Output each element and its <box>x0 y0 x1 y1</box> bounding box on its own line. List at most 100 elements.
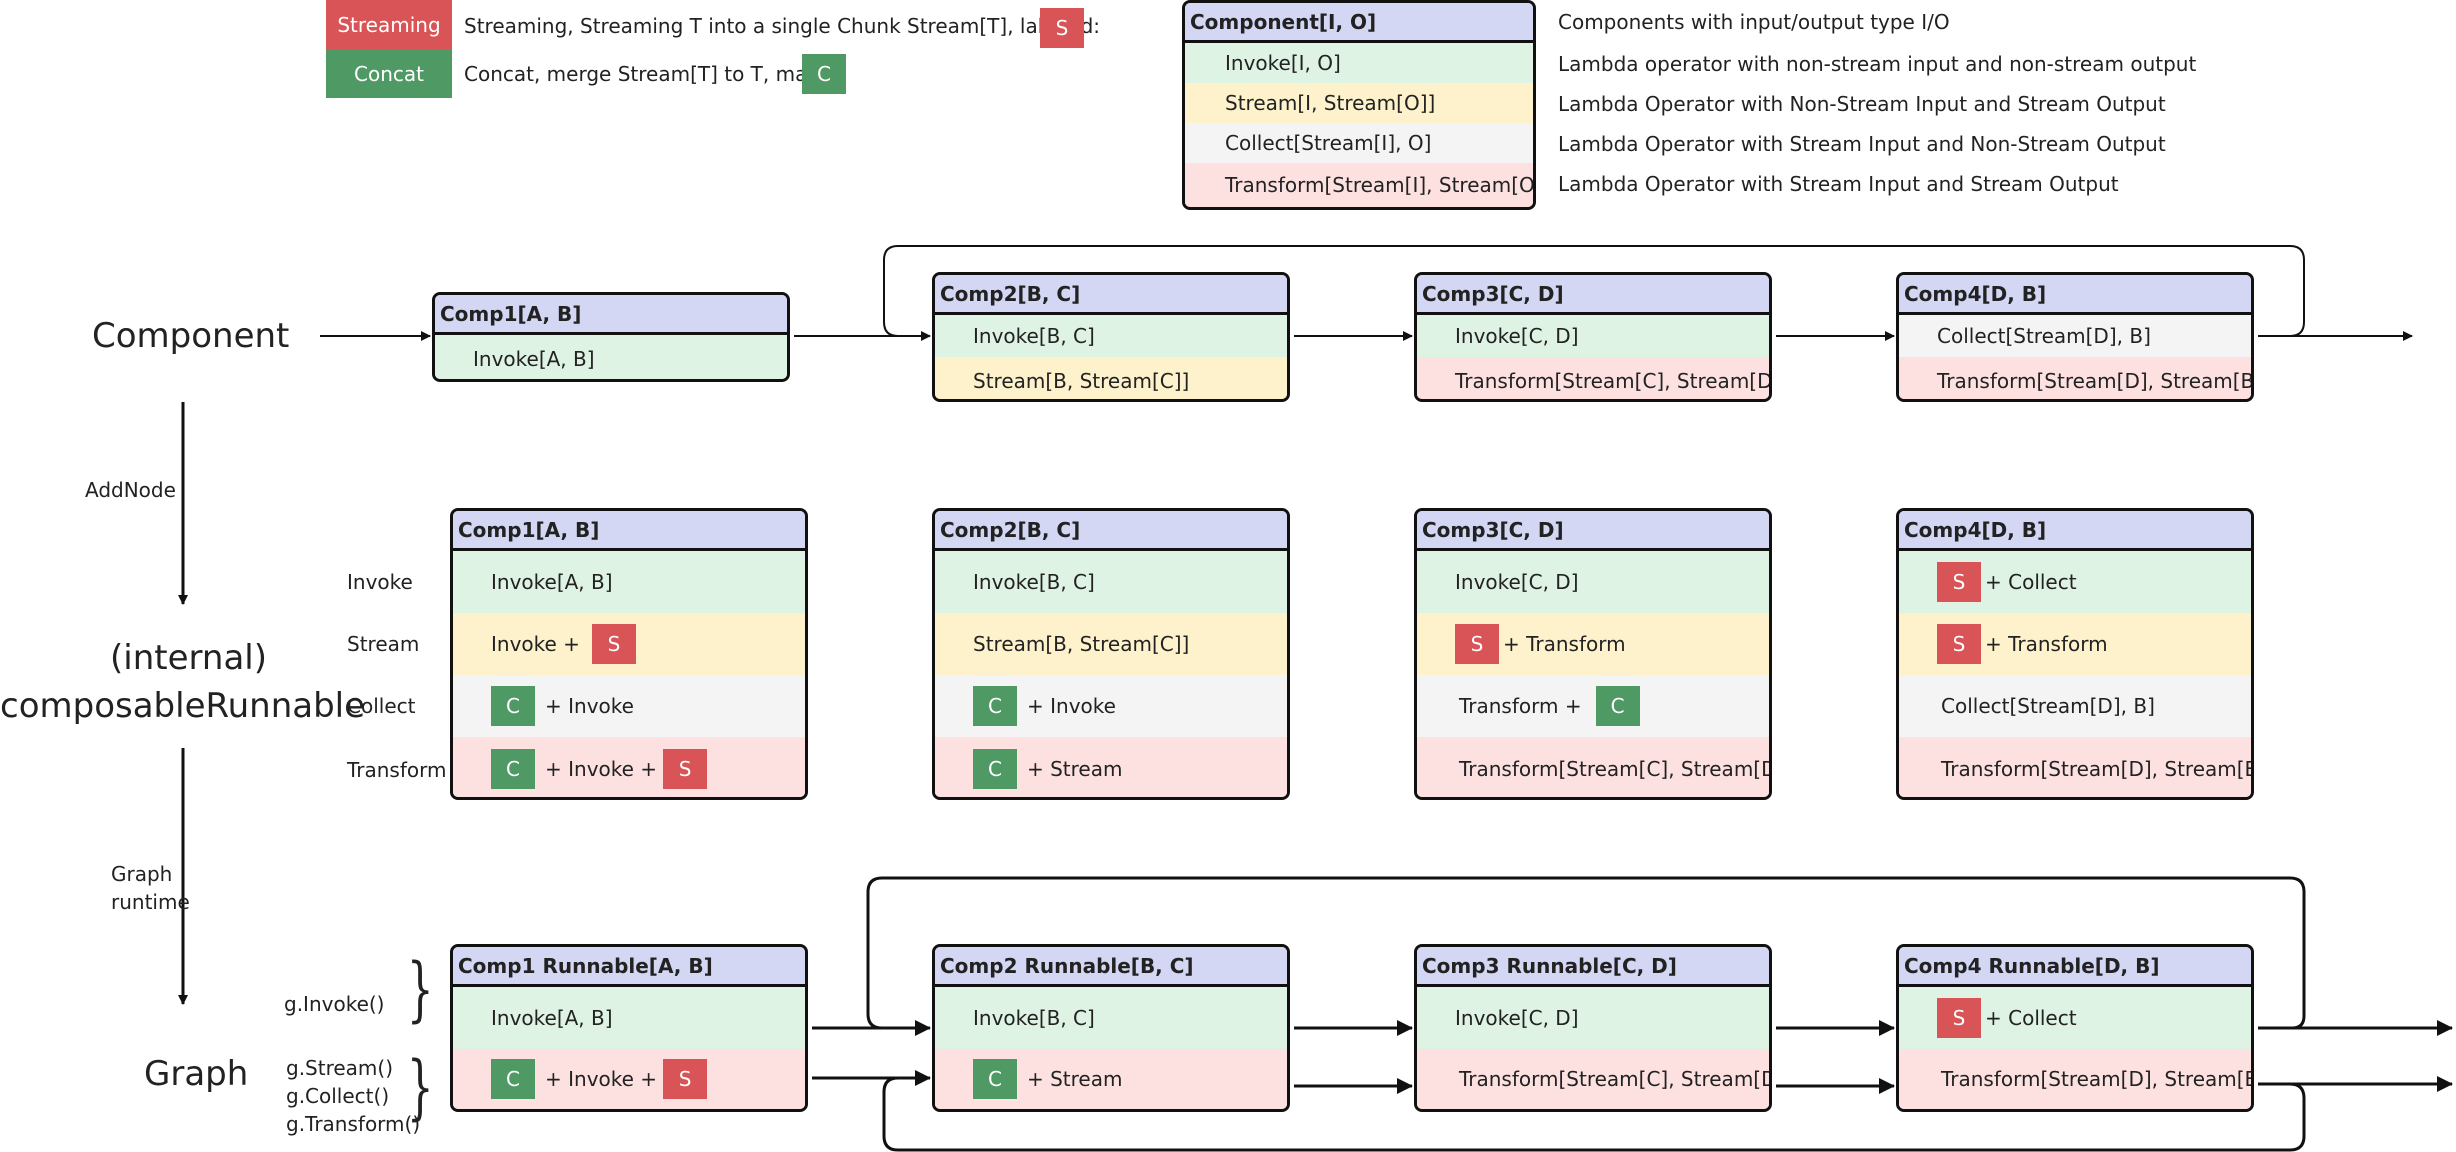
graph-comp4-invoke-text: + Collect <box>1985 1006 2077 1030</box>
runnable-comp1-transform-s-mark: S <box>663 749 708 789</box>
graph-comp2-invoke: Invoke[B, C] <box>935 987 1287 1049</box>
component-key-title: Component[I, O] <box>1185 3 1533 43</box>
graph-comp2-title: Comp2 Runnable[B, C] <box>935 947 1287 987</box>
runnable-comp1-stream-text: Invoke + <box>491 632 580 656</box>
runnable-comp1-stream: Invoke + S <box>453 613 805 675</box>
runnable-comp2-collect-text: + Invoke <box>1027 694 1116 718</box>
loop-comp4-comp2 <box>883 245 2305 337</box>
runnable-label-invoke: Invoke <box>347 570 413 594</box>
runnable-comp2-stream: Stream[B, Stream[C]] <box>935 613 1287 675</box>
graph-call-collect: g.Collect() <box>286 1084 390 1108</box>
runnable-comp1-transform-text: + Invoke + <box>545 757 658 781</box>
runnable-label-stream: Stream <box>347 632 420 656</box>
comp1-title: Comp1[A, B] <box>435 295 787 335</box>
key-collect-desc: Lambda Operator with Stream Input and No… <box>1558 132 2166 156</box>
runnable-comp4-invoke: S + Collect <box>1899 551 2251 613</box>
graph-call-transform: g.Transform() <box>286 1112 421 1136</box>
runnable-comp4: Comp4[D, B] S + Collect S + Transform Co… <box>1896 508 2254 800</box>
graph-comp1-stream: C + Invoke + S <box>453 1049 805 1109</box>
comp4-transform-row: Transform[Stream[D], Stream[B]] <box>1899 357 2251 399</box>
addnode-label: AddNode <box>85 478 176 502</box>
runnable-comp4-invoke-s-mark: S <box>1937 562 1981 602</box>
key-row-collect: Collect[Stream[I], O] <box>1185 123 1533 163</box>
brace-icon-invoke: } <box>406 948 434 1030</box>
component-comp2: Comp2[B, C] Invoke[B, C] Stream[B, Strea… <box>932 272 1290 402</box>
comp2-invoke-row: Invoke[B, C] <box>935 315 1287 357</box>
runnable-comp2: Comp2[B, C] Invoke[B, C] Stream[B, Strea… <box>932 508 1290 800</box>
stage-component-label: Component <box>92 316 290 356</box>
key-invoke-desc: Lambda operator with non-stream input an… <box>1558 52 2197 76</box>
loop-graph-bottom <box>882 1076 2306 1152</box>
graph-call-invoke: g.Invoke() <box>284 992 385 1016</box>
runnable-comp4-stream-text: + Transform <box>1985 632 2108 656</box>
key-row-transform: Transform[Stream[I], Stream[O]] <box>1185 163 1533 207</box>
runnable-comp2-title: Comp2[B, C] <box>935 511 1287 551</box>
runnable-comp1-invoke: Invoke[A, B] <box>453 551 805 613</box>
concat-legend-mark: C <box>802 54 846 94</box>
runnable-comp3-invoke: Invoke[C, D] <box>1417 551 1769 613</box>
graph-comp3-transform: Transform[Stream[C], Stream[D]] <box>1417 1049 1769 1109</box>
graph-comp4-invoke: S + Collect <box>1899 987 2251 1049</box>
graph-comp1-title: Comp1 Runnable[A, B] <box>453 947 805 987</box>
graph-call-stream: g.Stream() <box>286 1056 394 1080</box>
streaming-legend-text: Streaming, Streaming T into a single Chu… <box>464 14 1101 38</box>
graph-comp1-runnable: Comp1 Runnable[A, B] Invoke[A, B] C + In… <box>450 944 808 1112</box>
graph-comp1-c-mark: C <box>491 1059 535 1099</box>
component-key-box: Component[I, O] Invoke[I, O] Stream[I, S… <box>1182 0 1536 210</box>
comp2-stream-row: Stream[B, Stream[C]] <box>935 357 1287 399</box>
runnable-comp2-collect: C + Invoke <box>935 675 1287 737</box>
comp2-title: Comp2[B, C] <box>935 275 1287 315</box>
stage-runnable-label-1: (internal) <box>110 638 267 678</box>
streaming-legend-mark: S <box>1040 8 1084 48</box>
component-comp1: Comp1[A, B] Invoke[A, B] <box>432 292 790 382</box>
brace-icon-stream: } <box>406 1046 434 1128</box>
runnable-comp3-collect-text: Transform + <box>1459 694 1582 718</box>
streaming-chip-label: Streaming <box>337 13 441 37</box>
comp1-invoke-row: Invoke[A, B] <box>435 335 787 379</box>
stage-runnable-label-2: composableRunnable <box>0 686 366 726</box>
graph-comp2-c-mark: C <box>973 1059 1017 1099</box>
runnable-comp3-stream-s-mark: S <box>1455 624 1499 664</box>
runnable-comp3-collect-c-mark: C <box>1595 686 1640 726</box>
graph-comp1-invoke: Invoke[A, B] <box>453 987 805 1049</box>
runnable-comp3-title: Comp3[C, D] <box>1417 511 1769 551</box>
graph-comp4-transform: Transform[Stream[D], Stream[B]] <box>1899 1049 2251 1109</box>
key-title-desc: Components with input/output type I/O <box>1558 10 1950 34</box>
concat-legend-text: Concat, merge Stream[T] to T, mark: <box>464 62 834 86</box>
runnable-comp4-transform: Transform[Stream[D], Stream[B]] <box>1899 737 2251 797</box>
graph-runtime-label-2: runtime <box>111 890 190 914</box>
runnable-comp3-collect: Transform + C <box>1417 675 1769 737</box>
graph-runtime-label-1: Graph <box>111 862 173 886</box>
runnable-comp2-collect-c-mark: C <box>973 686 1017 726</box>
graph-comp2-stream: C + Stream <box>935 1049 1287 1109</box>
runnable-comp1-stream-s-mark: S <box>591 624 636 664</box>
runnable-comp4-collect: Collect[Stream[D], B] <box>1899 675 2251 737</box>
runnable-comp1: Comp1[A, B] Invoke[A, B] Invoke + S C + … <box>450 508 808 800</box>
runnable-comp1-collect-text: + Invoke <box>545 694 634 718</box>
runnable-comp4-stream: S + Transform <box>1899 613 2251 675</box>
runnable-comp4-invoke-text: + Collect <box>1985 570 2077 594</box>
graph-comp3-invoke: Invoke[C, D] <box>1417 987 1769 1049</box>
graph-comp1-s-mark: S <box>663 1059 708 1099</box>
runnable-comp3-stream: S + Transform <box>1417 613 1769 675</box>
runnable-label-transform: Transform <box>347 758 447 782</box>
runnable-label-collect: Collect <box>347 694 416 718</box>
concat-chip-label: Concat <box>354 62 424 86</box>
runnable-comp1-collect: C + Invoke <box>453 675 805 737</box>
graph-comp4-s-mark: S <box>1937 998 1981 1038</box>
concat-legend-chip: Concat <box>326 50 452 98</box>
key-transform-desc: Lambda Operator with Stream Input and St… <box>1558 172 2119 196</box>
graph-comp3-title: Comp3 Runnable[C, D] <box>1417 947 1769 987</box>
runnable-comp2-invoke: Invoke[B, C] <box>935 551 1287 613</box>
stage-graph-label: Graph <box>144 1054 249 1094</box>
graph-comp4-runnable: Comp4 Runnable[D, B] S + Collect Transfo… <box>1896 944 2254 1112</box>
key-stream-desc: Lambda Operator with Non-Stream Input an… <box>1558 92 2166 116</box>
comp3-title: Comp3[C, D] <box>1417 275 1769 315</box>
runnable-comp3-transform: Transform[Stream[C], Stream[D]] <box>1417 737 1769 797</box>
graph-comp3-runnable: Comp3 Runnable[C, D] Invoke[C, D] Transf… <box>1414 944 1772 1112</box>
runnable-comp1-transform-c-mark: C <box>491 749 535 789</box>
graph-comp2-stream-text: + Stream <box>1027 1067 1123 1091</box>
streaming-legend-chip: Streaming <box>326 0 452 50</box>
graph-comp1-stream-text: + Invoke + <box>545 1067 658 1091</box>
